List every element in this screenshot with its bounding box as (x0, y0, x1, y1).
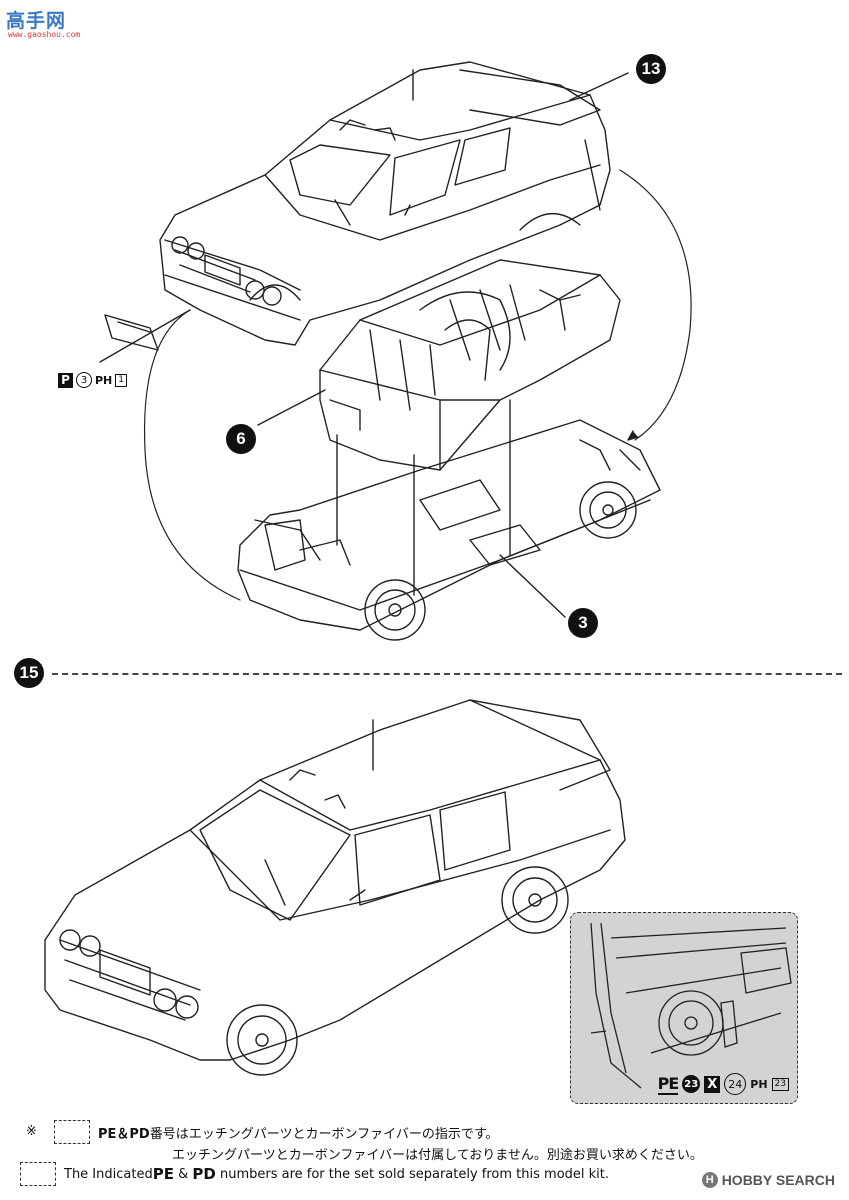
hobby-search-watermark: H HOBBY SEARCH (701, 1172, 835, 1188)
ph-code: PH (95, 373, 113, 387)
inset-ph-box: 23 (771, 1077, 789, 1091)
part-code-p: P (58, 372, 73, 388)
part-number: 3 (76, 372, 92, 388)
step-6-number: 6 (236, 429, 246, 448)
step-3-number: 3 (578, 613, 588, 632)
rear-detail-inset: PE 23 X 24 PH 23 (570, 912, 798, 1104)
step-6-marker: 6 (226, 424, 256, 454)
note-jp-line-1: PE＆PD 番号はエッチングパーツとカーボンファイバーの指示です。 (54, 1120, 499, 1144)
inset-ph-code: PH (750, 1077, 768, 1091)
x-code: X (704, 1075, 721, 1093)
chassis-drawing (237, 419, 661, 641)
inset-parts-label: PE 23 X 24 PH 23 (657, 1073, 789, 1095)
note-jp-code: PE＆PD (98, 1126, 150, 1142)
note-jp-line-2: エッチングパーツとカーボンファイバーは付属しておりません。別途お買い求めください… (172, 1144, 703, 1163)
hobby-search-logo-icon: H (701, 1172, 718, 1188)
note-en-amp: & (173, 1166, 193, 1182)
visor-part-label: P 3 PH 1 (58, 372, 128, 388)
inset-drawing (590, 922, 792, 1089)
step-13-marker: 13 (636, 54, 666, 84)
step-15-number: 15 (19, 663, 39, 682)
ph-box-number: 1 (115, 373, 128, 387)
interior-tub-drawing (319, 259, 621, 471)
dashed-box-1 (54, 1120, 90, 1144)
watermark-url: www.gaoshou.com (8, 30, 81, 39)
finished-car-drawing (44, 699, 626, 1076)
note-en-pd: PD (192, 1165, 216, 1183)
body-shell-drawing (159, 61, 611, 346)
note-en-post: numbers are for the set sold separately … (215, 1166, 610, 1182)
dashed-box-2 (20, 1162, 56, 1186)
note-en-pre: The Indicated (64, 1166, 153, 1182)
hobby-search-text: HOBBY SEARCH (721, 1172, 835, 1188)
pe-code: PE (657, 1073, 679, 1095)
step-13-number: 13 (641, 59, 661, 78)
note-jp-text-2: エッチングパーツとカーボンファイバーは付属しておりません。別途お買い求めください… (172, 1148, 703, 1163)
note-en-line: The Indicated PE & PD numbers are for th… (20, 1162, 609, 1186)
step-3-marker: 3 (568, 608, 598, 638)
site-watermark: 高手网 www.gaoshou.com (6, 6, 80, 40)
step-15-divider (52, 673, 842, 675)
part-number-24: 24 (724, 1073, 747, 1095)
note-en-pe: PE (152, 1165, 174, 1183)
watermark-title: 高手网 (6, 10, 67, 32)
pe-number: 23 (682, 1075, 701, 1093)
step-15-marker: 15 (14, 658, 44, 688)
note-jp-text-1: 番号はエッチングパーツとカーボンファイバーの指示です。 (149, 1126, 499, 1142)
note-asterisk: ※ (26, 1124, 37, 1139)
